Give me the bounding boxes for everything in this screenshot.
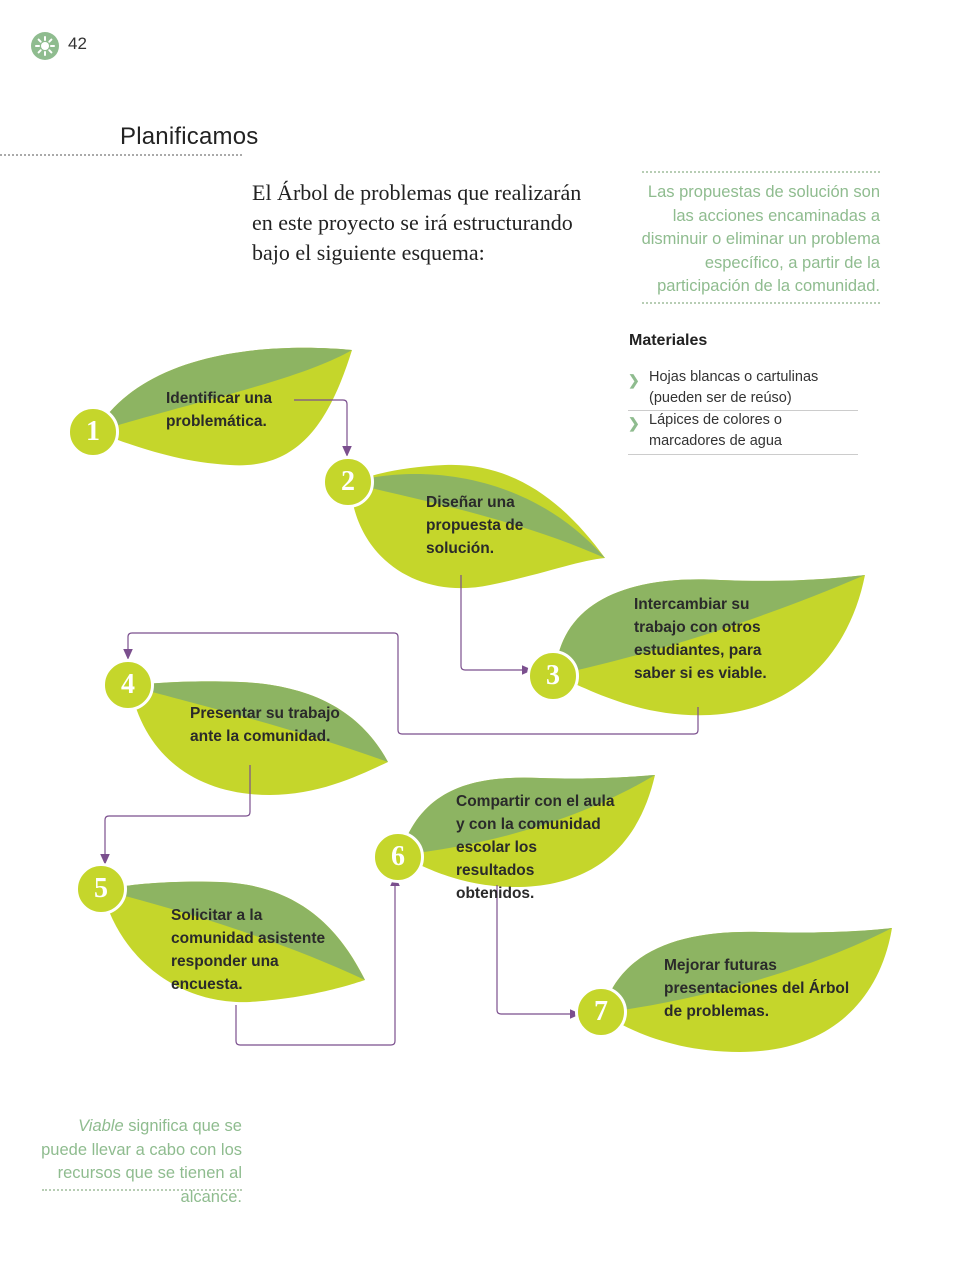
- side-note: Las propuestas de solución son las accio…: [641, 183, 880, 295]
- step-5-text: Solicitar a la comunidad asistente respo…: [171, 907, 326, 993]
- materials-title: Materiales: [629, 332, 708, 349]
- viable-definition-note: Viable significa que se puede llevar a c…: [30, 1115, 242, 1209]
- leaf-step-6: [400, 775, 655, 888]
- step-2-text: Diseñar una propuesta de solución.: [426, 494, 524, 557]
- leaf-step-5: [102, 881, 365, 1003]
- viable-term: Viable: [78, 1117, 124, 1135]
- leaf-step-7: [602, 928, 892, 1052]
- page-number: 42: [68, 34, 87, 53]
- step-6-text: Compartir con el aula y con la comunidad…: [456, 793, 615, 902]
- step-3-text: Intercambiar su trabajo con otros estudi…: [634, 596, 767, 682]
- step-4-text: Presentar su trabajo ante la comunidad.: [190, 705, 340, 745]
- step-5-number-badge: 5: [75, 863, 127, 915]
- side-note-bottom-rule: [642, 302, 880, 304]
- step-4-number-badge: 4: [102, 659, 154, 711]
- materials-divider: [628, 454, 858, 455]
- gear-icon: [31, 32, 59, 60]
- leaf-step-2: [350, 464, 605, 589]
- leaf-step-4: [130, 681, 388, 795]
- step-3-number-badge: 3: [527, 650, 579, 702]
- materials-item: ❯ Lápices de colores o marcadores de agu…: [628, 412, 782, 449]
- step-6-number-badge: 6: [372, 831, 424, 883]
- materials-divider: [628, 410, 858, 411]
- materials-item: ❯ Hojas blancas o cartulinas (pueden ser…: [628, 369, 819, 406]
- connector-1-2: [294, 399, 352, 457]
- section-title: Planificamos: [120, 123, 259, 150]
- step-1-text: Identificar una problemática.: [166, 390, 272, 430]
- viable-definition: significa que se puede llevar a cabo con…: [41, 1117, 242, 1206]
- leaf-step-1: [95, 347, 352, 466]
- connector-3-4: [123, 632, 699, 735]
- connector-2-3: [460, 575, 533, 675]
- step-7-text: Mejorar futuras presentaciones del Árbol…: [664, 957, 850, 1020]
- side-note-top-rule: [642, 171, 880, 173]
- chevron-right-icon: ❯: [628, 415, 640, 431]
- connector-6-7: [496, 885, 581, 1019]
- step-1-number-badge: 1: [67, 406, 119, 458]
- title-divider: [0, 154, 242, 156]
- leaf-step-3: [555, 575, 865, 716]
- step-7-number-badge: 7: [575, 986, 627, 1038]
- intro-paragraph: El Árbol de problemas que realizarán en …: [252, 180, 582, 265]
- connector-5-6: [235, 875, 400, 1046]
- connector-4-5: [100, 765, 251, 865]
- step-2-number-badge: 2: [322, 456, 374, 508]
- chevron-right-icon: ❯: [628, 372, 640, 388]
- bottom-note-rule: [42, 1189, 242, 1191]
